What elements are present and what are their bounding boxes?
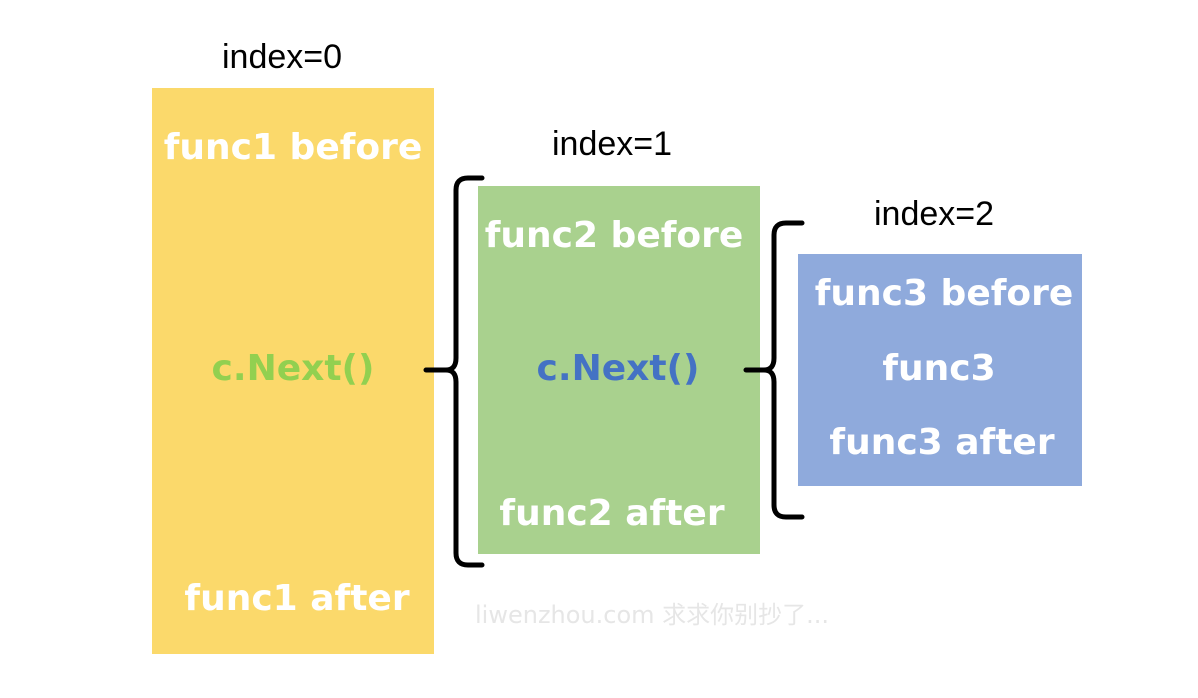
func2-box: func2 before c.Next() func2 after bbox=[478, 186, 760, 554]
func2-next-call-text: c.Next() bbox=[536, 348, 700, 389]
func1-box: func1 before c.Next() func1 after bbox=[152, 88, 434, 654]
watermark-text: liwenzhou.com 求求你别抄了... bbox=[475, 601, 830, 629]
index-2-label: index=2 bbox=[874, 195, 995, 233]
index-0-label: index=0 bbox=[222, 38, 343, 76]
func1-before-text: func1 before bbox=[163, 127, 423, 168]
func2-after-text: func2 after bbox=[499, 493, 725, 534]
func2-before-text: func2 before bbox=[484, 215, 744, 256]
func1-after-text: func1 after bbox=[184, 578, 410, 619]
func1-next-call-text: c.Next() bbox=[211, 348, 375, 389]
func3-body-text: func3 bbox=[882, 348, 996, 389]
index-1-label: index=1 bbox=[552, 125, 673, 163]
func3-box: func3 before func3 func3 after bbox=[798, 254, 1082, 486]
func3-after-text: func3 after bbox=[829, 422, 1055, 463]
func3-before-text: func3 before bbox=[814, 273, 1074, 314]
